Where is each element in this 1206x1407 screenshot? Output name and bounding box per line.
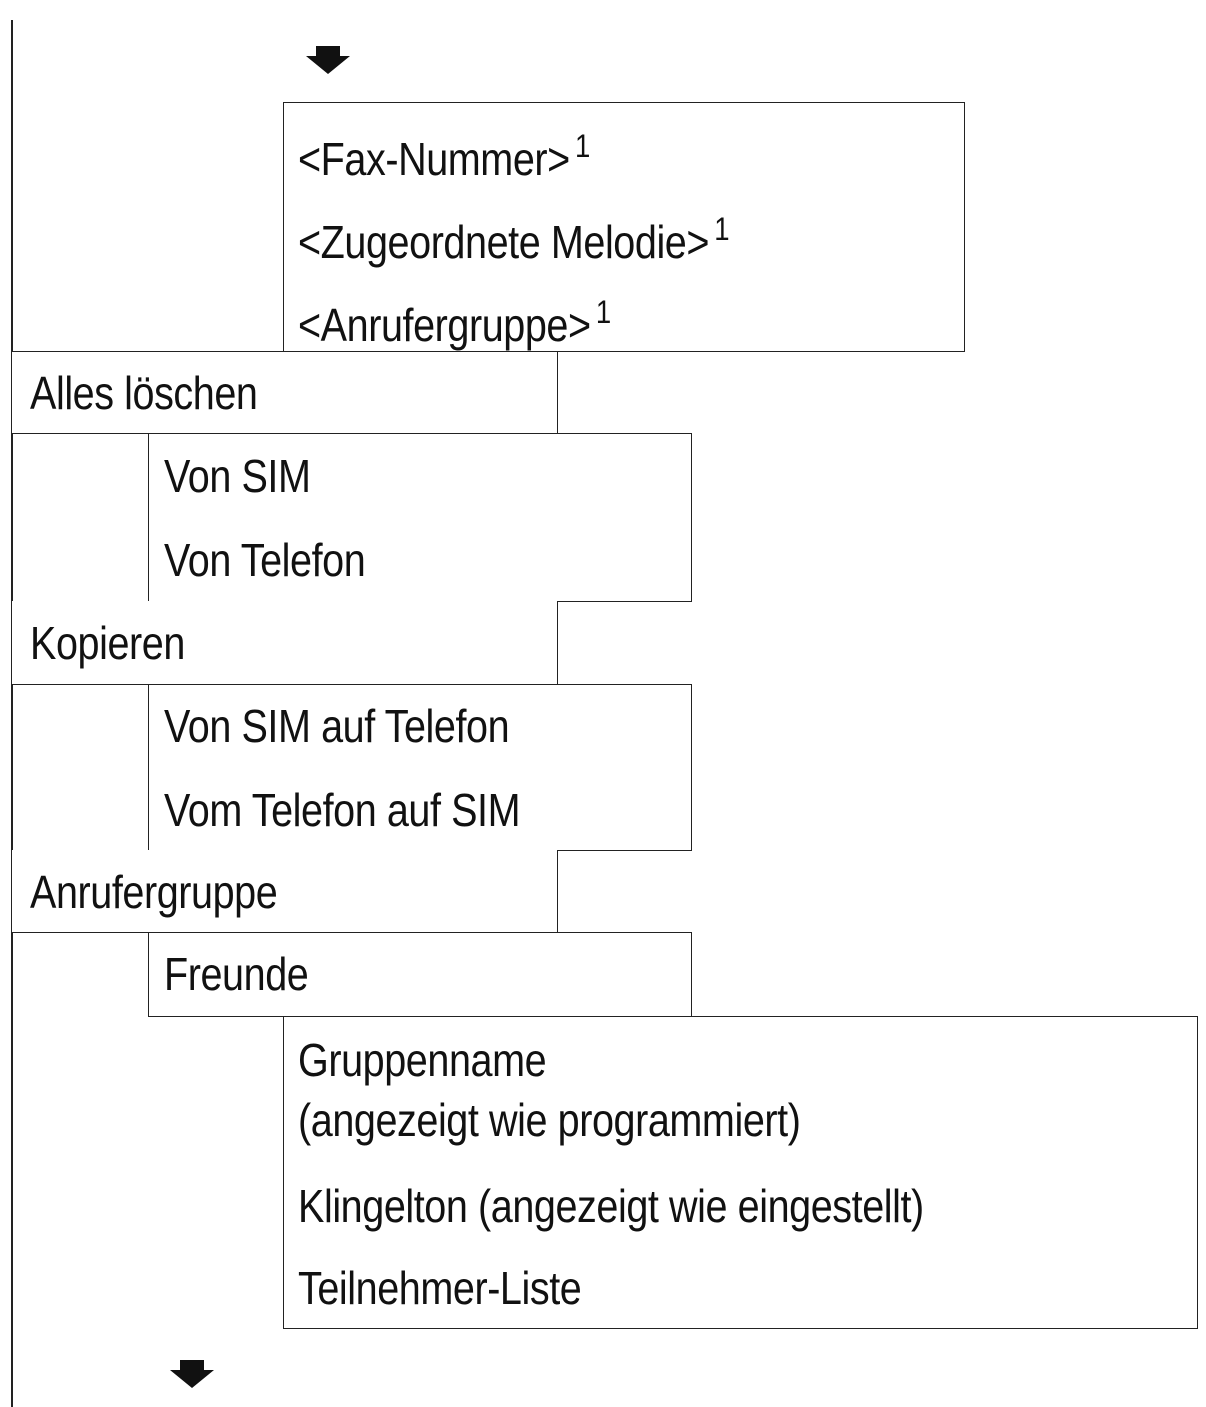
gruppenname-label: Gruppenname (angezeigt wie programmiert) <box>298 1034 801 1146</box>
fax-number-label: <Fax-Nummer>1 <box>298 128 590 185</box>
submenu-von-sim-box <box>148 433 692 518</box>
menu-item-kopieren-box <box>12 601 558 685</box>
submenu-von-telefon-box <box>148 517 692 602</box>
menu-item-alles-loeschen: Alles löschen <box>30 367 258 419</box>
submenu-sim-auf-telefon-box <box>148 684 692 769</box>
caller-group-field-box <box>283 269 965 352</box>
klingelton-box <box>283 1163 1198 1248</box>
teilnehmer-box <box>283 1247 1198 1329</box>
teilnehmer-liste-label: Teilnehmer-Liste <box>298 1262 582 1314</box>
klingelton-label: Klingelton (angezeigt wie eingestellt) <box>298 1180 924 1232</box>
menu-item-kopieren: Kopieren <box>30 617 185 669</box>
fax-number-box <box>283 102 965 187</box>
submenu-von-telefon: Von Telefon <box>164 534 366 586</box>
melody-box <box>283 186 965 270</box>
caller-group-field-label: <Anrufergruppe>1 <box>298 294 611 351</box>
menu-item-anrufergruppe: Anrufergruppe <box>30 866 278 918</box>
menu-tree-line <box>11 20 13 1407</box>
submenu-sim-auf-telefon: Von SIM auf Telefon <box>164 700 510 752</box>
melody-label: <Zugeordnete Melodie>1 <box>298 211 730 268</box>
submenu-freunde: Freunde <box>164 948 309 1000</box>
submenu-telefon-auf-sim: Vom Telefon auf SIM <box>164 784 521 836</box>
menu-item-alles-loeschen-box <box>12 351 558 434</box>
gruppenname-box <box>283 1016 1198 1164</box>
submenu-von-sim: Von SIM <box>164 450 311 502</box>
